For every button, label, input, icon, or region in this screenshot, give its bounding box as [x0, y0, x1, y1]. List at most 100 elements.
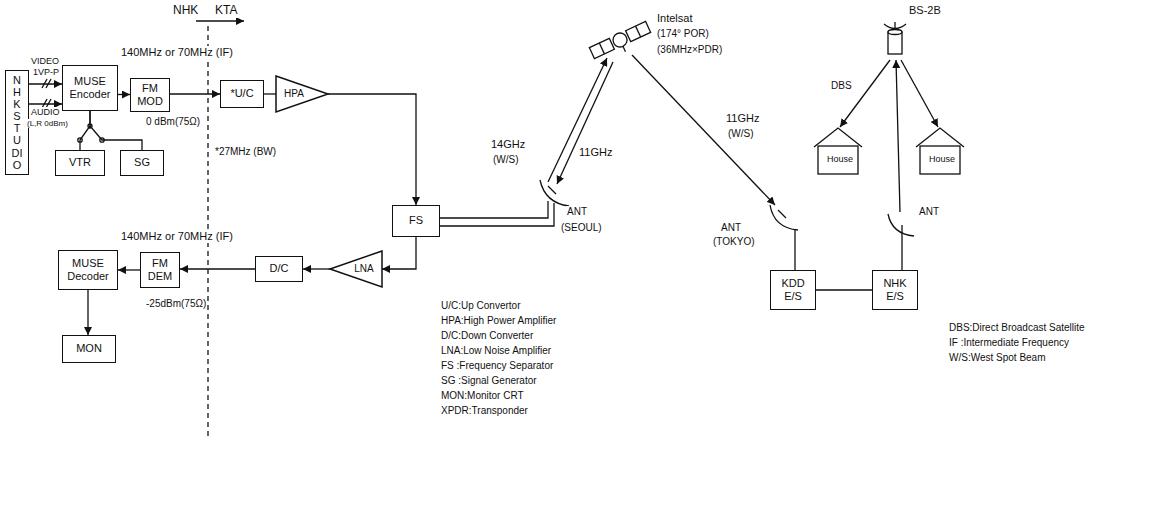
triangle-outline	[330, 251, 382, 287]
glossary-entry: FS :Frequency Separator	[440, 360, 554, 372]
annotation-label: NHK	[172, 4, 199, 18]
modulator-box: FM MOD	[130, 78, 170, 112]
demodulator-box: FM DEM	[140, 252, 180, 288]
illustration	[42, 21, 964, 440]
house-icon	[916, 128, 964, 147]
downconverter-box: D/C	[255, 256, 303, 282]
satellite-bs2b	[894, 22, 895, 28]
connector	[328, 94, 416, 205]
node-label: MON	[76, 342, 102, 355]
annotation-label: 140MHz or 70MHz (IF)	[120, 46, 234, 59]
annotation-label: 11GHz	[578, 146, 613, 159]
glossary-entry: LNA:Low Noise Amplifier	[440, 345, 552, 357]
earth-station-box: KDD E/S	[770, 270, 816, 310]
house-icon	[818, 146, 858, 174]
node-label: MUSE Decoder	[63, 257, 113, 283]
satellite-intelsat	[599, 43, 604, 54]
triangle-outline	[276, 76, 328, 112]
node-label: SG	[134, 156, 150, 169]
glossary-entry: IF :Intermediate Frequency	[948, 337, 1070, 349]
satellite-bs2b	[888, 30, 902, 35]
annotation-label: DBS	[830, 80, 853, 92]
glossary-entry: SG :Signal Generator	[440, 375, 538, 387]
antenna-seoul	[540, 180, 569, 206]
glossary-entry: W/S:West Spot Beam	[948, 352, 1047, 364]
connector	[118, 94, 130, 95]
satellite-intelsat	[589, 21, 654, 65]
glossary-entry: DBS:Direct Broadcast Satellite	[948, 322, 1086, 334]
glossary-entry: XPDR:Transponder	[440, 405, 529, 417]
waveguide	[440, 201, 548, 218]
glossary-entry: MON:Monitor CRT	[440, 390, 525, 402]
antenna-seoul	[540, 180, 569, 206]
uplink-downlink	[840, 60, 890, 127]
node-label: FM MOD	[135, 82, 165, 108]
upconverter-box: *U/C	[220, 80, 264, 108]
antenna-nhk	[888, 214, 914, 236]
annotation-label: House	[928, 154, 956, 164]
node-label: VTR	[69, 156, 91, 169]
annotation-label: VIDEO	[30, 56, 60, 66]
node-label: MUSE Encoder	[67, 75, 113, 101]
antenna-nhk	[901, 225, 902, 270]
satellite-bs2b	[888, 32, 902, 54]
annotation-label: 140MHz or 70MHz (IF)	[120, 230, 234, 243]
annotation-label: -25dBm(75Ω)	[145, 298, 207, 310]
node-label: HPA	[284, 88, 304, 100]
amplifier-triangle: HPA	[276, 76, 328, 112]
annotation-label: House	[826, 154, 854, 164]
annotation-label: (TOKYO)	[712, 236, 755, 248]
antenna-nhk	[888, 214, 914, 270]
separator-box: FS	[392, 205, 440, 237]
connector	[90, 111, 142, 150]
satellite-intelsat	[623, 46, 626, 51]
antenna-tokyo	[794, 229, 795, 270]
node-label: LNA	[354, 263, 373, 275]
annotation-label: KTA	[214, 4, 238, 18]
annotation-label: 1VP-P	[32, 67, 60, 77]
annotation-label: Intelsat	[656, 12, 693, 25]
waveguide	[440, 203, 554, 226]
uplink-downlink	[896, 60, 900, 212]
annotation-label: (174° POR)	[656, 28, 710, 40]
annotation-label: (W/S)	[727, 128, 755, 140]
waveguide	[440, 201, 554, 226]
antenna-tokyo	[770, 205, 798, 270]
direction-arrow	[196, 20, 244, 21]
connector	[87, 290, 88, 335]
annotation-label: ANT	[720, 222, 742, 234]
generator-box: SG	[120, 150, 164, 176]
node-label: FM DEM	[145, 257, 175, 283]
vtr-box: VTR	[55, 150, 105, 176]
satellite-intelsat	[589, 38, 614, 58]
annotation-label: *27MHz (BW)	[214, 146, 277, 158]
annotation-label: 14GHz	[490, 138, 526, 151]
decoder-box: MUSE Decoder	[58, 250, 118, 290]
uplink-downlink	[901, 60, 938, 127]
node-label: KDD E/S	[775, 277, 811, 303]
house-icon	[814, 128, 964, 174]
connector	[80, 111, 90, 150]
annotation-label: (SEOUL)	[560, 222, 603, 234]
node-label: D/C	[270, 262, 289, 275]
uplink-downlink	[632, 55, 775, 205]
connector	[29, 103, 62, 104]
monitor-box: MON	[62, 335, 116, 363]
glossary-entry: U/C:Up Convertor	[440, 300, 521, 312]
connector	[264, 93, 276, 94]
uplink-downlink	[557, 62, 613, 184]
connector	[170, 93, 220, 94]
annotation-label: AUDIO	[30, 107, 61, 117]
encoder-box: MUSE Encoder	[62, 65, 118, 111]
annotation-label: (36MHz×PDR)	[656, 44, 723, 56]
antenna-seoul	[548, 186, 556, 194]
node-label: FS	[409, 214, 423, 227]
annotation-label: 11GHz	[725, 112, 760, 125]
annotation-label: BS-2B	[908, 4, 942, 17]
connector	[382, 237, 416, 269]
node-label: NHK STUDIO	[12, 74, 23, 171]
node-label: *U/C	[230, 87, 253, 100]
earth-station-box: NHK E/S	[872, 270, 918, 310]
connector	[118, 269, 140, 270]
